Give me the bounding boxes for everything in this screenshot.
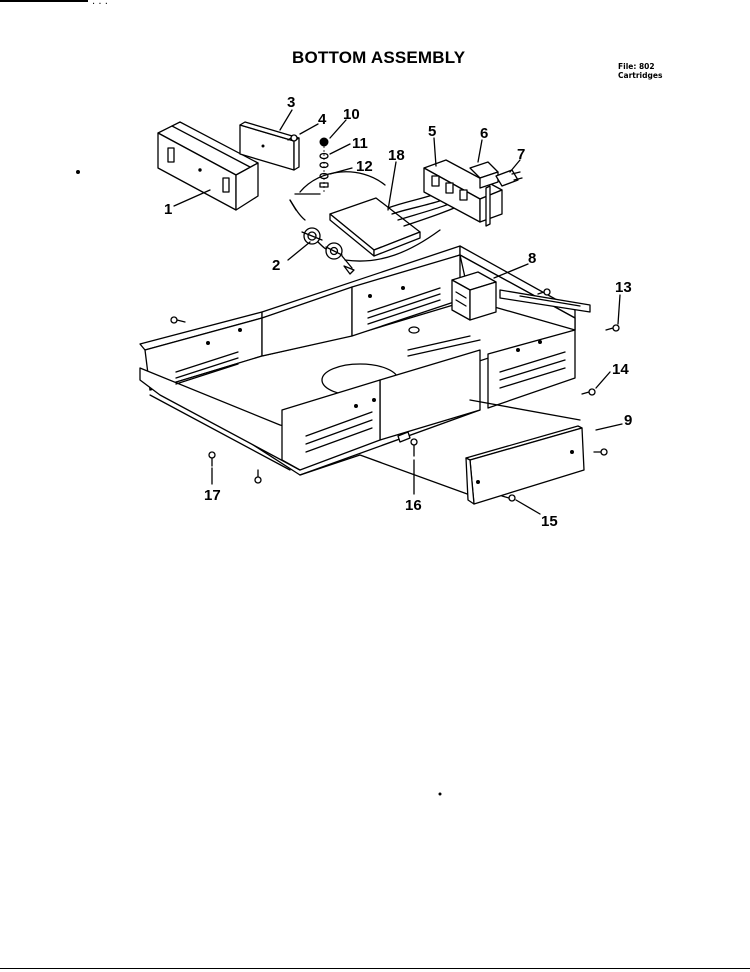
- part-14-screw: [581, 388, 596, 396]
- callout-9: 9: [624, 412, 632, 429]
- part-6-plug: [469, 161, 499, 189]
- callout-6: 6: [480, 125, 488, 142]
- callout-7: 7: [517, 146, 525, 163]
- leader-lines: [173, 109, 623, 515]
- callout-8: 8: [528, 250, 536, 267]
- part-13-screw: [170, 288, 620, 332]
- callout-13: 13: [615, 279, 632, 296]
- callout-18: 18: [388, 147, 405, 164]
- part-8-base-tray: [139, 245, 591, 496]
- callout-17: 17: [204, 487, 221, 504]
- part-1-mounting-bracket: [157, 121, 259, 211]
- stray-dot: [76, 170, 80, 174]
- part-9-front-panel: [465, 425, 585, 505]
- part-18-heater-pad: [289, 171, 473, 262]
- callout-5: 5: [428, 123, 436, 140]
- part-4-screw: [287, 134, 298, 142]
- callout-16: 16: [405, 497, 422, 514]
- callout-14: 14: [612, 361, 629, 378]
- file-reference: File: 802 Cartridges: [618, 62, 662, 80]
- file-subtitle: Cartridges: [618, 71, 663, 80]
- callout-15: 15: [541, 513, 558, 530]
- top-marks: . . .: [92, 0, 108, 7]
- file-number: File: 802: [618, 62, 655, 71]
- part-2-thermostat: [289, 199, 355, 275]
- part-5-terminal-block: [423, 159, 503, 227]
- part-15-screw: [501, 448, 608, 502]
- callout-11: 11: [352, 135, 368, 152]
- top-rule: [0, 0, 88, 2]
- page-title: BOTTOM ASSEMBLY: [292, 48, 466, 67]
- callout-12: 12: [356, 158, 373, 175]
- callout-4: 4: [318, 111, 327, 128]
- callout-10: 10: [343, 106, 360, 123]
- part-10-nut: [319, 137, 329, 147]
- stray-dot: [438, 792, 442, 796]
- part-7-strain-relief: [495, 169, 523, 187]
- callout-2: 2: [272, 257, 280, 274]
- callout-1: 1: [164, 201, 172, 218]
- part-16-screw: [397, 431, 418, 457]
- bottom-rule: [0, 968, 750, 969]
- part-17-screw: [208, 451, 262, 484]
- callout-3: 3: [287, 94, 295, 111]
